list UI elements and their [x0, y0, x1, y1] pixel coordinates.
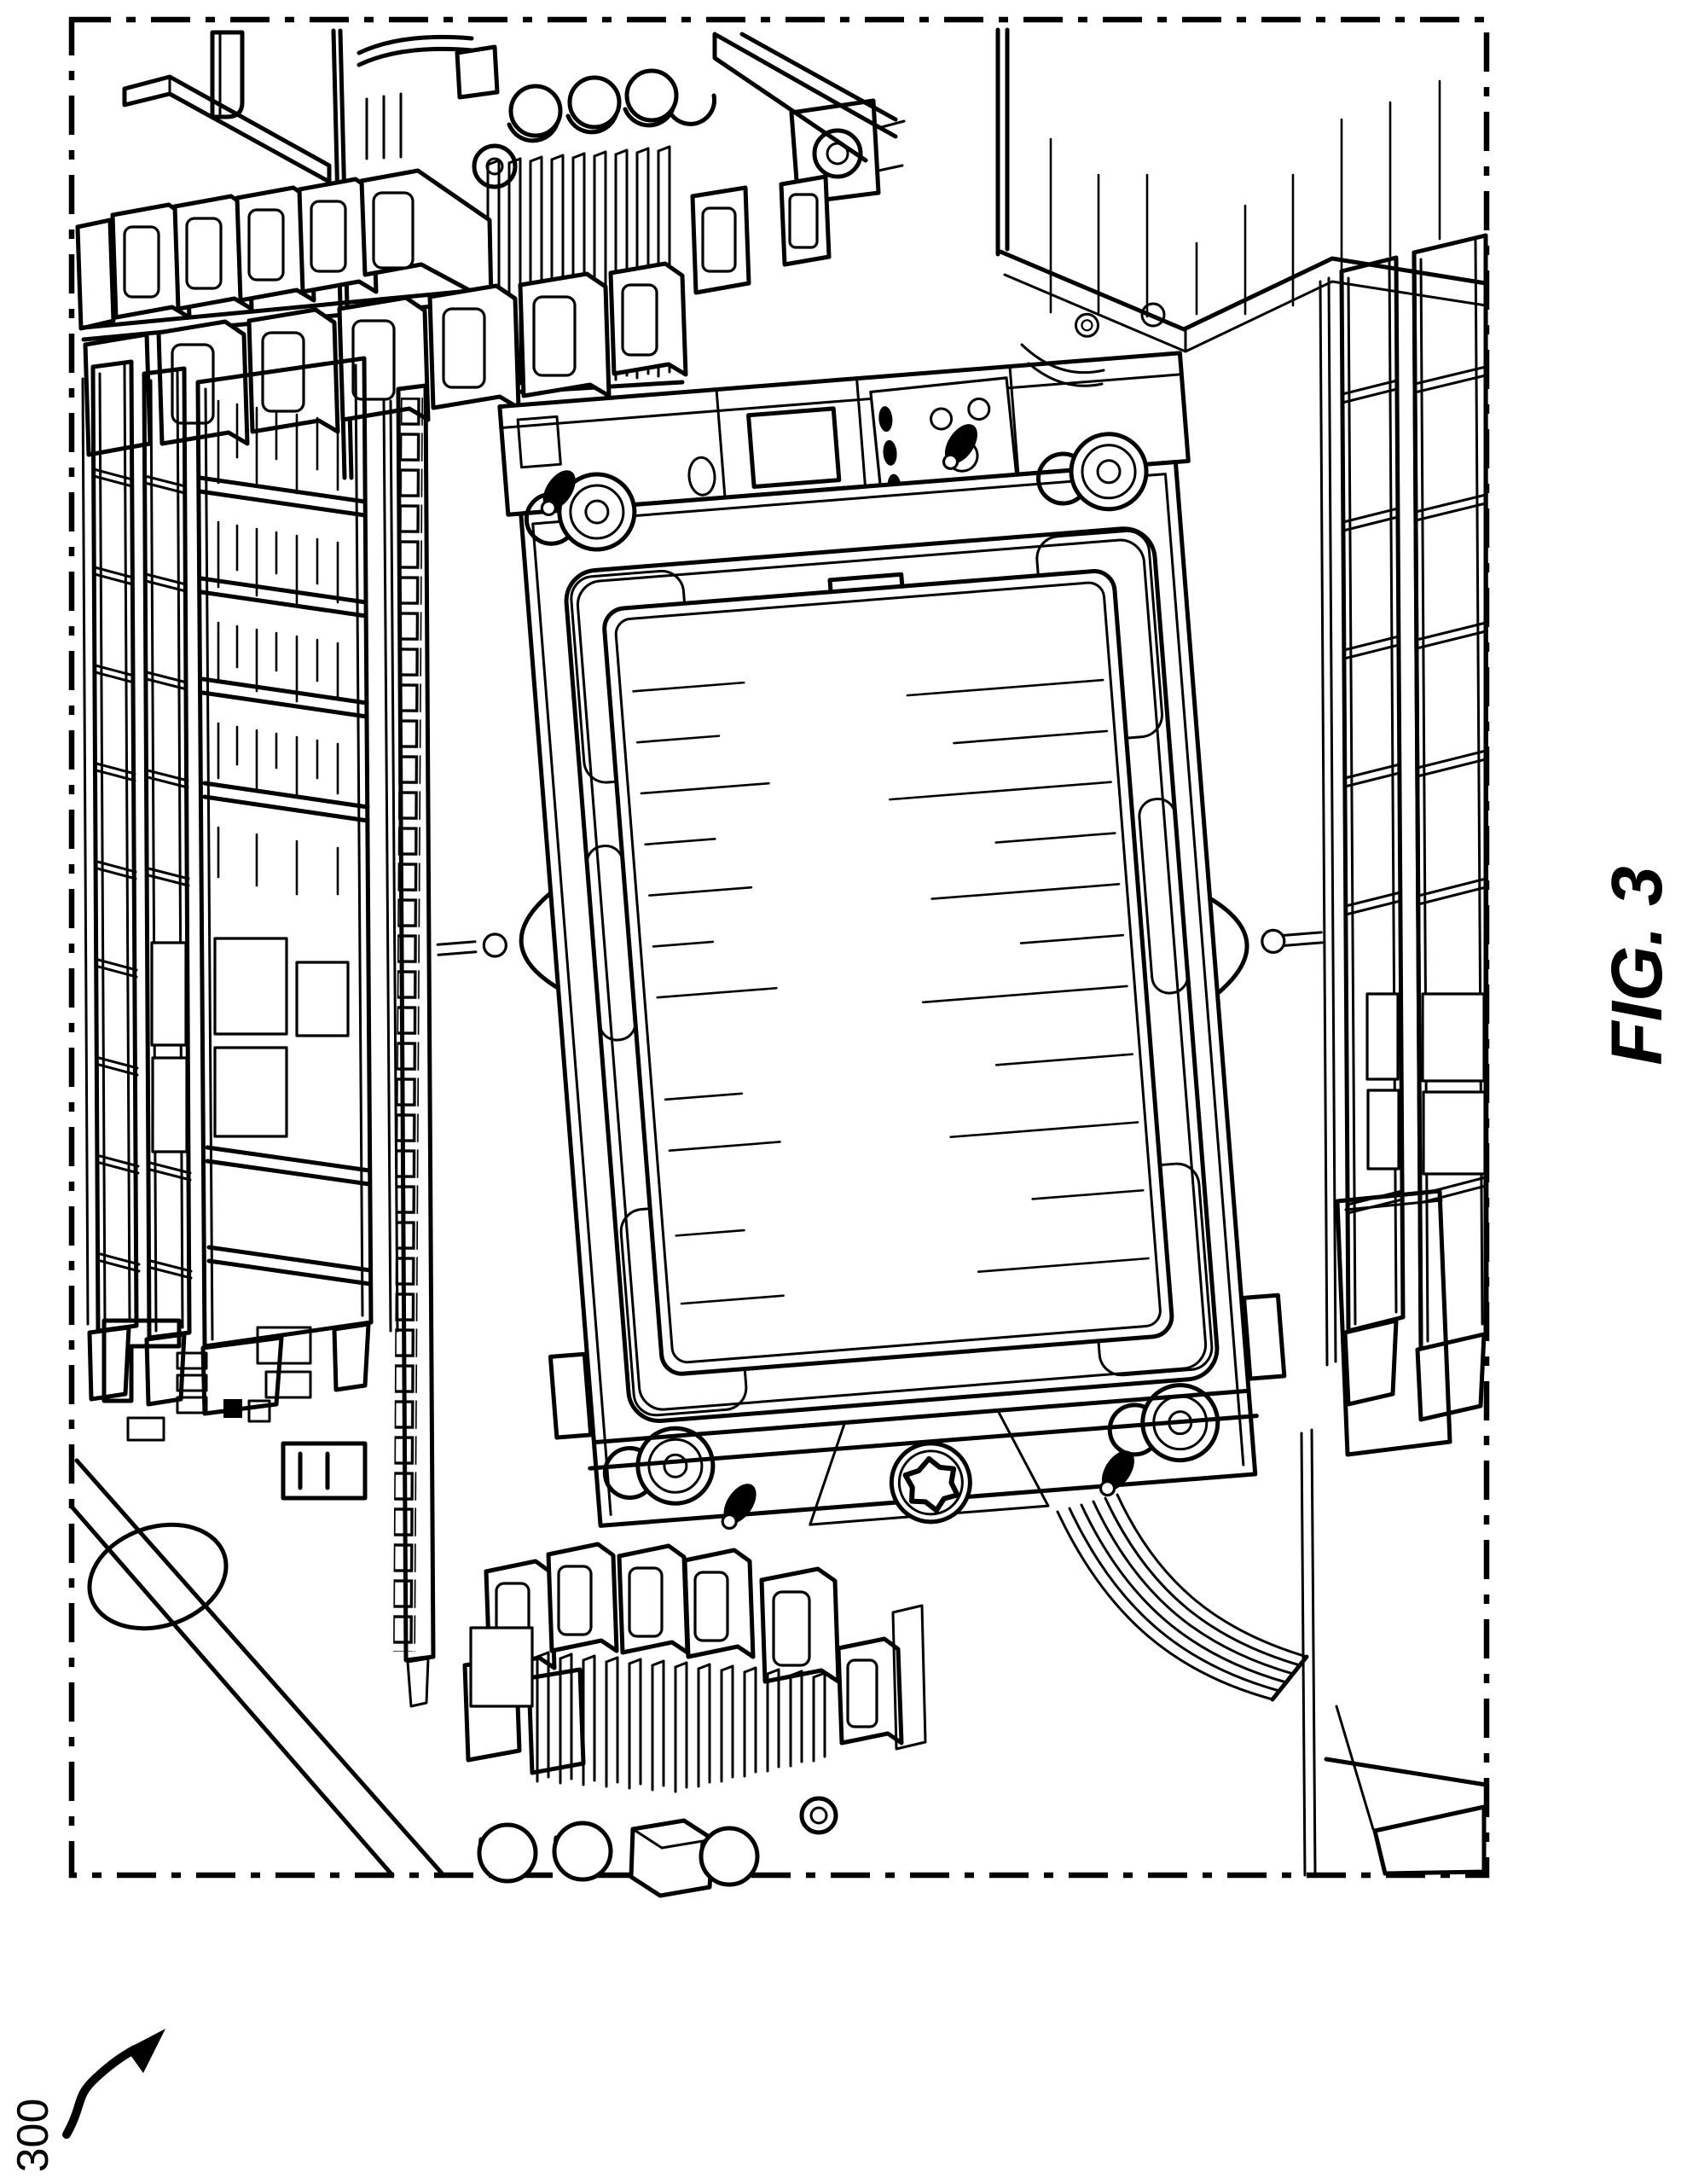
chassis-wall [995, 27, 1488, 387]
figure-label-text: FIG. 3 [1597, 866, 1677, 1065]
corner-fastener-top-right [942, 424, 1149, 512]
latch-plate [869, 376, 1019, 500]
bottom-capacitors [477, 1796, 838, 1898]
upper-connector-row-2 [83, 174, 832, 457]
lid-surface-lines [632, 678, 1150, 1305]
upper-connector-row-1 [75, 168, 494, 342]
phantom-border [68, 16, 1490, 1879]
corner-fastener-bottom-left [602, 1426, 757, 1531]
dimm-slot-rail [382, 383, 436, 1708]
support-strut [712, 32, 906, 206]
socket-top-bracket [497, 312, 1191, 530]
figure-label: FIG. 3 [1597, 866, 1677, 1065]
reference-numeral-text: 300 [9, 2099, 58, 2173]
reference-numeral: 300 [9, 2099, 58, 2173]
bottom-connector-rows [462, 1542, 927, 1775]
bottom-left-components [69, 1318, 534, 1878]
left-dimm-bank [81, 356, 374, 1416]
bottom-heatsink-fins [536, 1651, 826, 1793]
ribbon-cable [1056, 1493, 1309, 1702]
right-dimm-bank [1300, 233, 1489, 1877]
processor-lid [602, 569, 1174, 1376]
corner-fastener-top-left [524, 470, 637, 552]
cpu-socket-assembly [436, 312, 1324, 1531]
wall-surface-lines [1049, 79, 1441, 318]
bottom-right-plates [1324, 1188, 1488, 1876]
guide-pin-right [1208, 896, 1324, 996]
torx-screw [889, 1441, 972, 1525]
top-capacitors [507, 68, 716, 143]
guide-pin-left [436, 891, 561, 990]
smd-component [629, 1818, 716, 1898]
frame-pad-mid-right [1138, 798, 1190, 995]
reference-arrow-icon [62, 2029, 165, 2139]
top-left-bracket [122, 30, 332, 184]
